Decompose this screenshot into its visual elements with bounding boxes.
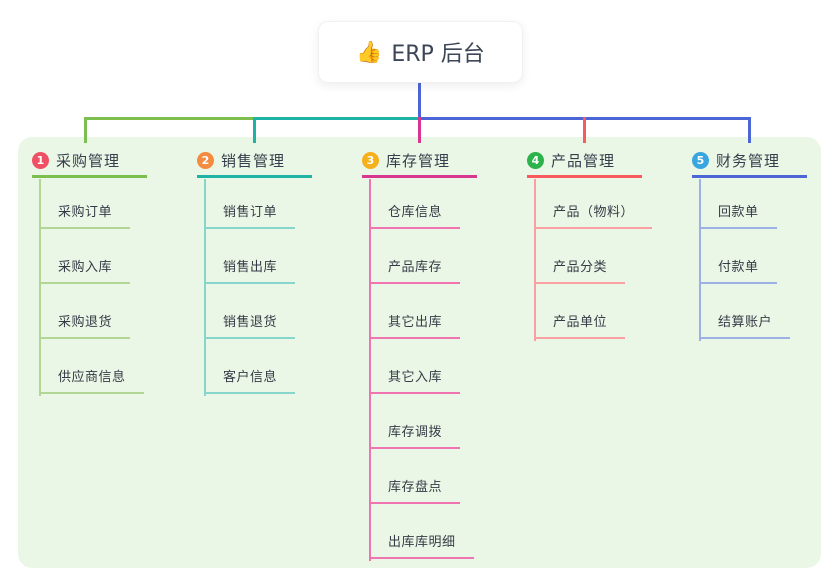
sub-node[interactable]: 其它入库 bbox=[369, 368, 461, 394]
branch-drop-line-4 bbox=[583, 117, 586, 143]
sub-node[interactable]: 销售退货 bbox=[204, 313, 296, 339]
thumbs-up-icon: 👍 bbox=[356, 39, 383, 64]
sub-node[interactable]: 采购入库 bbox=[39, 258, 131, 284]
branch-drop-line-2 bbox=[253, 117, 256, 143]
sub-node[interactable]: 库存盘点 bbox=[369, 478, 461, 504]
branch-node-4[interactable]: 4 产品管理 bbox=[527, 146, 642, 178]
sub-node[interactable]: 销售订单 bbox=[204, 203, 296, 229]
branch-column-line bbox=[699, 179, 701, 341]
sub-node[interactable]: 回款单 bbox=[699, 203, 777, 229]
sub-node[interactable]: 付款单 bbox=[699, 258, 777, 284]
branch-drop-line-5 bbox=[748, 117, 751, 143]
branch-label: 销售管理 bbox=[221, 152, 286, 170]
root-stem-line bbox=[418, 83, 421, 120]
branch-label: 库存管理 bbox=[386, 152, 451, 170]
sub-node[interactable]: 产品库存 bbox=[369, 258, 461, 284]
sub-node[interactable]: 库存调拨 bbox=[369, 423, 461, 449]
branches-panel bbox=[18, 137, 821, 568]
sub-node[interactable]: 客户信息 bbox=[204, 368, 296, 394]
sub-node[interactable]: 产品分类 bbox=[534, 258, 626, 284]
branch-column-line bbox=[39, 179, 41, 396]
branch-drop-line-1 bbox=[84, 117, 87, 143]
branch-column-line bbox=[369, 179, 371, 561]
sub-node[interactable]: 销售出库 bbox=[204, 258, 296, 284]
sub-node[interactable]: 其它出库 bbox=[369, 313, 461, 339]
sub-node[interactable]: 仓库信息 bbox=[369, 203, 461, 229]
branch-label: 财务管理 bbox=[716, 152, 781, 170]
root-node-erp[interactable]: 👍 ERP 后台 bbox=[318, 21, 523, 83]
branch-node-3[interactable]: 3 库存管理 bbox=[362, 146, 477, 178]
sub-node[interactable]: 产品（物料） bbox=[534, 203, 653, 229]
sub-node[interactable]: 产品单位 bbox=[534, 313, 626, 339]
sub-node[interactable]: 结算账户 bbox=[699, 313, 791, 339]
branch-node-1[interactable]: 1 采购管理 bbox=[32, 146, 147, 178]
branch-number-badge: 3 bbox=[362, 152, 379, 169]
branch-number-badge: 2 bbox=[197, 152, 214, 169]
sub-node[interactable]: 出库库明细 bbox=[369, 533, 474, 559]
branch-number-badge: 1 bbox=[32, 152, 49, 169]
branch-drop-line-3 bbox=[418, 117, 421, 143]
branch-number-badge: 4 bbox=[527, 152, 544, 169]
sub-node[interactable]: 供应商信息 bbox=[39, 368, 144, 394]
sub-node[interactable]: 采购订单 bbox=[39, 203, 131, 229]
branch-number-badge: 5 bbox=[692, 152, 709, 169]
branch-label: 产品管理 bbox=[551, 152, 616, 170]
bus-segment-green bbox=[84, 117, 253, 120]
branch-column-line bbox=[534, 179, 536, 341]
sub-node[interactable]: 采购退货 bbox=[39, 313, 131, 339]
root-title: ERP 后台 bbox=[391, 42, 485, 67]
bus-segment-teal bbox=[253, 117, 419, 120]
branch-column-line bbox=[204, 179, 206, 396]
branch-label: 采购管理 bbox=[56, 152, 121, 170]
branch-node-5[interactable]: 5 财务管理 bbox=[692, 146, 807, 178]
branch-node-2[interactable]: 2 销售管理 bbox=[197, 146, 312, 178]
